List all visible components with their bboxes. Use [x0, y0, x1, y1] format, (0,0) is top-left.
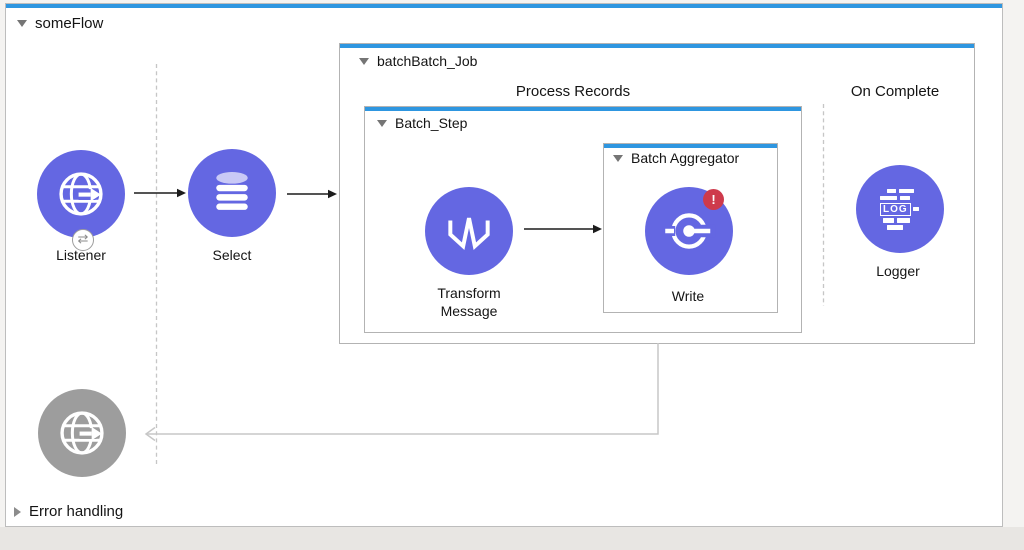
- error-handling-header[interactable]: Error handling: [14, 503, 123, 520]
- batch-job-accent-bar: [340, 44, 974, 48]
- exchange-arrows-icon: ⇄: [77, 231, 89, 246]
- collapse-triangle-icon[interactable]: [17, 20, 27, 27]
- write-label: Write: [671, 288, 705, 304]
- batch-job-title: batchBatch_Job: [377, 53, 478, 69]
- transform-label-line1: Transform: [437, 285, 501, 301]
- logger-label: Logger: [876, 263, 920, 279]
- select-label: Select: [212, 247, 252, 263]
- http-listener-globe-icon: [59, 172, 103, 216]
- message-exchange-badge: ⇄: [72, 229, 94, 251]
- batch-aggregator-accent-bar: [604, 144, 777, 148]
- collapse-triangle-icon[interactable]: [613, 154, 623, 162]
- batch-job-header[interactable]: batchBatch_Job: [359, 53, 477, 69]
- expand-triangle-icon[interactable]: [14, 506, 21, 517]
- batch-aggregator-header[interactable]: Batch Aggregator: [613, 150, 739, 166]
- connector-write-icon: [662, 213, 716, 249]
- process-records-label: Process Records: [515, 83, 631, 100]
- transform-label-line2: Message: [440, 303, 498, 319]
- transform-message-label: Transform Message: [437, 284, 500, 320]
- exclamation-icon: !: [711, 192, 716, 207]
- dataweave-icon: [448, 217, 490, 250]
- collapse-triangle-icon[interactable]: [359, 57, 369, 65]
- log-text: LOG: [880, 202, 911, 216]
- collapse-triangle-icon[interactable]: [377, 119, 387, 127]
- error-handling-label: Error handling: [29, 503, 124, 520]
- database-icon: [216, 172, 248, 210]
- http-listener-globe-icon: [60, 411, 104, 455]
- batch-step-title: Batch_Step: [395, 115, 468, 131]
- on-complete-label: On Complete: [850, 83, 940, 100]
- error-badge: !: [703, 189, 724, 210]
- batch-step-accent-bar: [365, 107, 801, 111]
- flow-title: someFlow: [35, 15, 104, 32]
- flow-scope-accent-bar: [6, 4, 1002, 8]
- transform-message-node[interactable]: [425, 187, 513, 275]
- batch-step-header[interactable]: Batch_Step: [377, 115, 467, 131]
- batch-aggregator-title: Batch Aggregator: [631, 150, 740, 166]
- disabled-listener-node[interactable]: [38, 389, 126, 477]
- select-node[interactable]: [188, 149, 276, 237]
- listener-node[interactable]: [37, 150, 125, 238]
- flow-header[interactable]: someFlow: [17, 15, 103, 32]
- listener-label: Listener: [56, 247, 106, 263]
- logger-node[interactable]: LOG: [856, 165, 944, 253]
- canvas-outside-area: [0, 527, 1024, 550]
- log-icon: LOG: [877, 188, 923, 230]
